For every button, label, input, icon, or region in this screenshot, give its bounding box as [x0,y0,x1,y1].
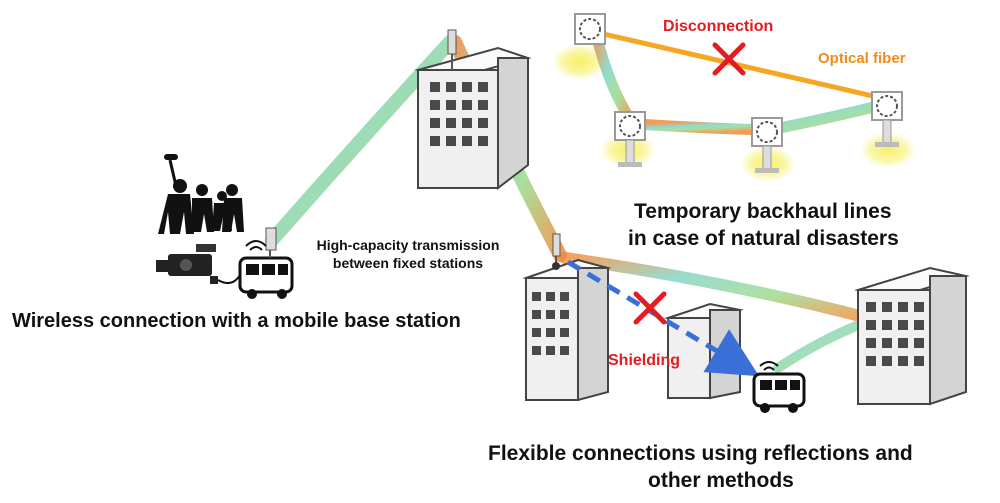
shielding-building-icon [664,302,744,400]
flexible-line-1: Flexible connections using reflections a… [488,442,913,465]
temporary-backhaul-caption: Temporary backhaul lines in case of natu… [628,198,899,252]
beam-right-building-to-bus [773,317,871,373]
building-icon [854,266,970,406]
video-camera-icon [156,244,241,285]
antenna-icon [552,233,561,270]
disconnection-label: Disconnection [663,18,774,35]
streetlight-antenna-icon [614,111,646,167]
beam-backhaul-b [630,118,772,136]
high-capacity-line-2: between fixed stations [332,255,484,271]
wifi-signal-icon [759,361,779,371]
shielding-label: Shielding [608,352,680,369]
beam-building-to-right-building [559,252,874,324]
wireless-connection-label: Wireless connection with a mobile base s… [12,310,461,332]
streetlight-antenna-icon [871,91,903,147]
high-capacity-caption: High-capacity transmission between fixed… [296,236,520,272]
building-icon [414,29,532,191]
streetlight-antenna-icon [574,13,606,45]
flexible-line-2: other methods [648,469,794,492]
mobile-base-station-bus-icon [238,227,294,299]
beam-backhaul-a [590,28,638,128]
optical-fiber-label: Optical fiber [818,50,906,67]
high-capacity-line-1: High-capacity transmission [316,237,500,253]
building-icon [522,233,612,402]
streetlight-antenna-icon [751,117,783,173]
temporary-backhaul-line-1: Temporary backhaul lines [634,200,892,223]
camera-crew-silhouette-icon [158,154,244,234]
antenna-icon [447,29,457,70]
disconnection-cross-icon [712,42,746,76]
wifi-signal-icon [245,240,267,251]
optical-fiber-line [594,29,891,103]
shielding-cross-icon [633,291,667,325]
mobile-base-station-bus-icon [752,361,806,413]
antenna-icon [265,227,277,258]
beam-backhaul-c [764,98,892,136]
temporary-backhaul-line-2: in case of natural disasters [628,227,899,250]
flexible-connections-caption: Flexible connections using reflections a… [488,440,913,494]
